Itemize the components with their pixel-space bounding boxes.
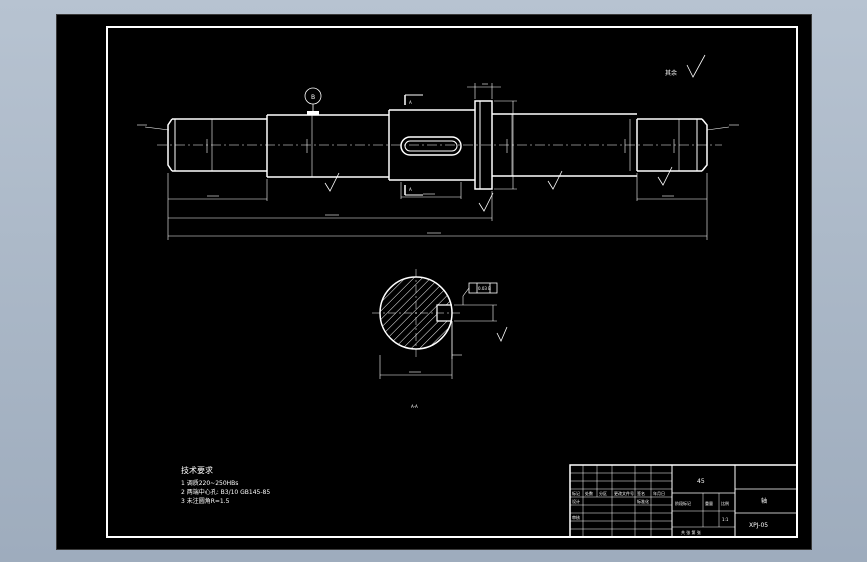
tb-zone: 分区 (599, 490, 607, 496)
cad-viewport[interactable]: 其余 B A A 0.03 B (56, 14, 812, 550)
section-cut-a-bottom: A (409, 187, 412, 192)
tb-scale: 1:1 (722, 517, 729, 522)
notes-line-2: 2 两端中心孔: B3/10 GB145-85 (181, 488, 270, 496)
tb-signature: 签名 (637, 490, 645, 496)
tb-part-name: 轴 (761, 497, 767, 505)
section-view: 0.03 B A-A (372, 269, 498, 409)
tb-designer: 设计 (572, 498, 580, 504)
tolerance-frame-text: 0.03 B (478, 286, 491, 291)
dimension-value-marks (137, 83, 739, 234)
tb-scale-label: 比例 (721, 500, 729, 506)
notes-title: 技术要求 (181, 465, 213, 475)
technical-notes: 技术要求 1 调质220~250HBs 2 两端中心孔: B3/10 GB145… (181, 465, 270, 505)
datum-label: B (311, 94, 315, 101)
surface-note: 其余 (665, 69, 677, 77)
dimension-lines (144, 83, 730, 240)
notes-line-1: 1 调质220~250HBs (181, 479, 238, 487)
tb-sheet: 共 张 第 张 (681, 529, 701, 535)
tb-date: 年月日 (653, 490, 665, 496)
tb-change-doc: 更改文件号 (614, 490, 634, 496)
datum-marker: B (304, 87, 322, 115)
roughness-symbols (324, 54, 706, 342)
notes-line-3: 3 未注圆角R=1.5 (181, 497, 230, 505)
title-block (569, 464, 798, 538)
shaft-main-view (167, 100, 708, 190)
tb-count: 处数 (585, 490, 593, 496)
tb-material: 45 (697, 478, 705, 485)
tb-weight: 重量 (705, 500, 713, 506)
shaft-drawing: 其余 B A A 0.03 B (106, 26, 798, 538)
tb-standardize: 标准化 (637, 498, 649, 504)
title-block-text: 标记 处数 分区 更改文件号 签名 年月日 设计 标准化 审核 45 阶段标记 … (572, 478, 768, 535)
drawing-frame (106, 26, 798, 538)
tb-drawing-no: XPJ-05 (749, 522, 768, 529)
tb-review: 审核 (572, 514, 580, 520)
tb-mark: 标记 (572, 490, 580, 496)
section-cut-a-top: A (409, 100, 412, 105)
section-label: A-A (411, 404, 418, 409)
tb-stage-mark: 阶段标记 (675, 500, 691, 506)
